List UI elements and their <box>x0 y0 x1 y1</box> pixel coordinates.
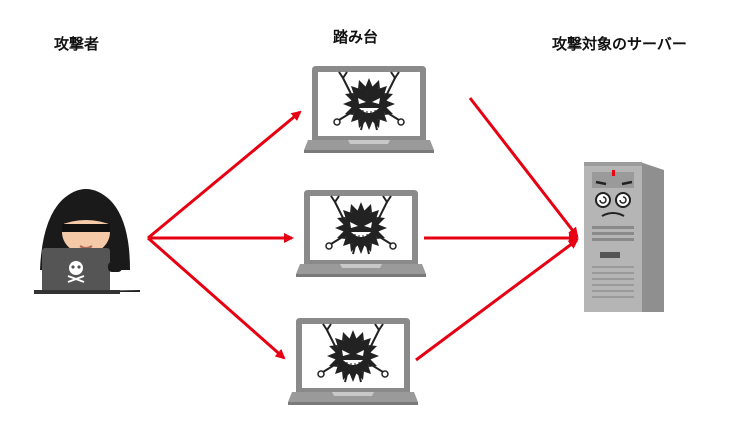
arrow-attacker-to-laptop-top <box>147 110 302 240</box>
infected-laptop-icon-bottom <box>288 318 418 405</box>
arrow-attacker-to-laptop-bottom <box>147 236 286 360</box>
target-server-label: 攻撃対象のサーバー <box>552 35 687 53</box>
hooded-hacker-icon <box>32 189 140 294</box>
infected-laptop-icon-top <box>304 66 434 153</box>
infected-laptop-icon-middle <box>296 190 426 277</box>
stepping-stone-label: 踏み台 <box>333 28 379 46</box>
attacker-label: 攻撃者 <box>54 35 100 53</box>
arrow-laptop-top-to-server <box>468 97 579 238</box>
arrow-laptop-bottom-to-server <box>415 238 579 362</box>
server-tower-icon <box>584 162 664 312</box>
